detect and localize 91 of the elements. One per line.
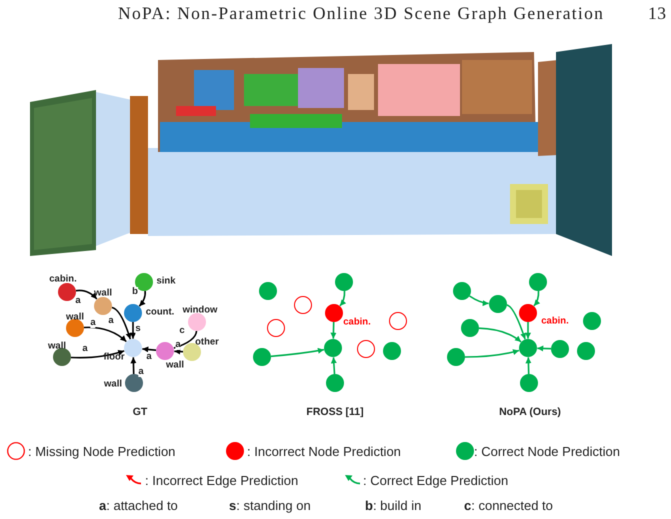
graph-node [94,297,112,315]
node-label: wall [104,378,122,390]
graph-node [58,283,76,301]
graph-node [253,348,271,366]
node-label: wall [66,312,84,322]
arrow [330,322,336,339]
arrow [130,357,136,374]
arrow [112,306,132,340]
legend-label: : Incorrect Node Prediction [247,444,401,459]
arrow [465,349,520,358]
node-label: cabin. [49,274,77,284]
graph-node [66,319,84,337]
page-number: 13 [648,3,666,24]
arrow [525,357,532,374]
graph-node [53,348,71,366]
edge-label: s [135,324,141,334]
arrow [533,290,540,306]
legend-label: : Correct Node Prediction [474,444,620,459]
graph-node [124,339,142,357]
node-label: window [182,304,218,316]
graph-node [325,304,343,322]
arrow [270,348,324,358]
node-label: wall [166,360,184,370]
graph-node [577,342,595,360]
node-label: other [195,336,219,348]
node-label: wall [48,340,66,352]
graph-node [156,342,174,360]
abbreviation-key: c: connected to [464,498,553,514]
graph-node [324,339,342,357]
edge-label: b [132,287,138,297]
legend-label: : Correct Edge Prediction [363,473,508,488]
graph-node [529,273,547,291]
graph-node [519,339,537,357]
edge-label: a [146,352,152,362]
graph-caption: NoPA (Ours) [499,406,561,420]
graph-node [183,343,201,361]
edge-label: a [82,344,88,354]
arrow [506,304,526,340]
graph-caption: GT [132,406,148,420]
graph-node [124,304,142,322]
graph-node [125,374,143,392]
node-label: wall [94,288,112,298]
node-label: floor [103,352,125,362]
graph-node [489,295,507,313]
arrow [76,290,98,300]
graph-caption: FROSS [11] [306,406,364,420]
edge-label: a [138,367,144,377]
graph-node [519,304,537,322]
graph-node [357,340,375,358]
arrow [339,290,346,306]
legend-label: : Incorrect Edge Prediction [145,473,298,488]
abbreviation-key: a: attached to [99,498,178,514]
node-label: count. [146,306,174,318]
edge-label: a [75,296,81,306]
graph-node [583,312,601,330]
abbreviation-key: b: build in [365,498,422,514]
node-label: sink [156,276,176,286]
graph-node [520,374,538,392]
arrow [84,326,127,342]
edge-label: a [175,340,181,350]
arrow [138,290,146,307]
edge-label: a [108,316,114,326]
graph-node [383,342,401,360]
node-label: cabin. [343,316,371,328]
arrow [174,330,198,349]
graph-node [551,340,569,358]
arrow [478,327,522,343]
graph-node [335,273,353,291]
arrow [537,345,552,352]
graph-node [294,296,312,314]
arrow [142,346,156,352]
arrow [130,322,136,339]
arrow [469,295,489,306]
page-header: NoPA: Non-Parametric Online 3D Scene Graph Generation [118,3,604,24]
graph-node [259,282,277,300]
edge-label: a [90,318,96,328]
graph-node [461,319,479,337]
arrow [330,357,337,374]
edge-label: c [179,326,185,336]
graph-node [326,374,344,392]
node-label: cabin. [541,316,569,326]
graph-node [267,319,285,337]
arrow [525,322,531,339]
legend-label: : Missing Node Prediction [28,444,176,459]
graph-node [188,313,206,331]
arrow [174,348,184,355]
arrow [70,350,124,359]
abbreviation-key: s: standing on [229,498,311,514]
graph-node [389,312,407,330]
graph-node [453,282,471,300]
graph-node [447,348,465,366]
